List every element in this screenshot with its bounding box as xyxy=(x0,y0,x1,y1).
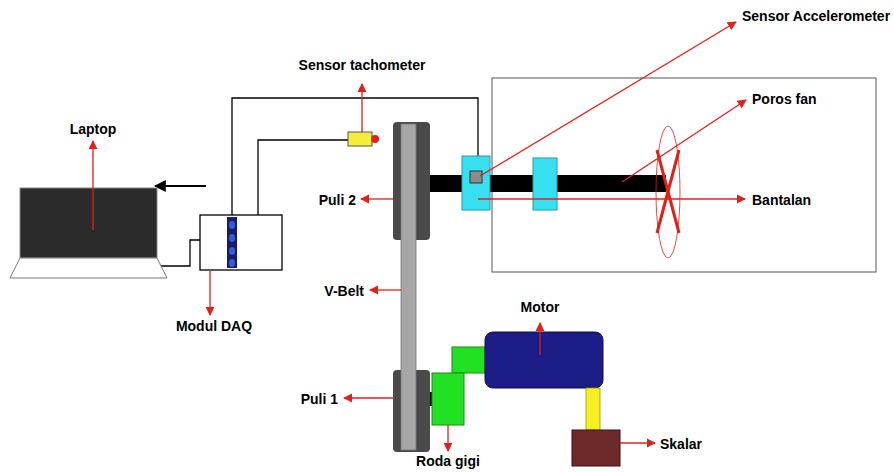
device-label: Laptop xyxy=(70,121,117,137)
laptop-screen xyxy=(20,188,157,258)
part-label: Bantalan xyxy=(752,192,811,208)
daq-module xyxy=(200,215,282,270)
input-arrow xyxy=(155,185,206,187)
fan-housing xyxy=(492,78,876,272)
daq-pins xyxy=(229,221,235,267)
laptop-base xyxy=(10,258,167,278)
daq-connector xyxy=(227,217,237,268)
part-label: Motor xyxy=(521,299,560,315)
driven-gear xyxy=(432,373,464,425)
scalar-controller xyxy=(572,430,620,466)
bearing xyxy=(533,158,557,210)
motor-gear xyxy=(452,347,485,373)
part-label: Poros fan xyxy=(752,91,817,107)
v-belt xyxy=(401,124,416,450)
fan-blades xyxy=(657,150,679,233)
tachometer-tip xyxy=(371,135,379,143)
tachometer-sensor xyxy=(348,132,372,146)
motor-body xyxy=(485,332,603,388)
bearing xyxy=(462,156,490,210)
part-label: V-Belt xyxy=(324,283,364,299)
leader-arrows xyxy=(93,22,746,451)
sensor-label: Sensor tachometer xyxy=(299,57,426,73)
accelerometer-sensor xyxy=(470,171,482,183)
device-label: Modul DAQ xyxy=(176,318,252,334)
part-label: Roda gigi xyxy=(416,453,480,469)
cable xyxy=(586,388,600,430)
part-label: Puli 1 xyxy=(301,391,338,407)
part-label: Skalar xyxy=(660,436,702,452)
part-label: Puli 2 xyxy=(319,192,356,208)
sensor-label: Sensor Accelerometer xyxy=(742,8,890,24)
